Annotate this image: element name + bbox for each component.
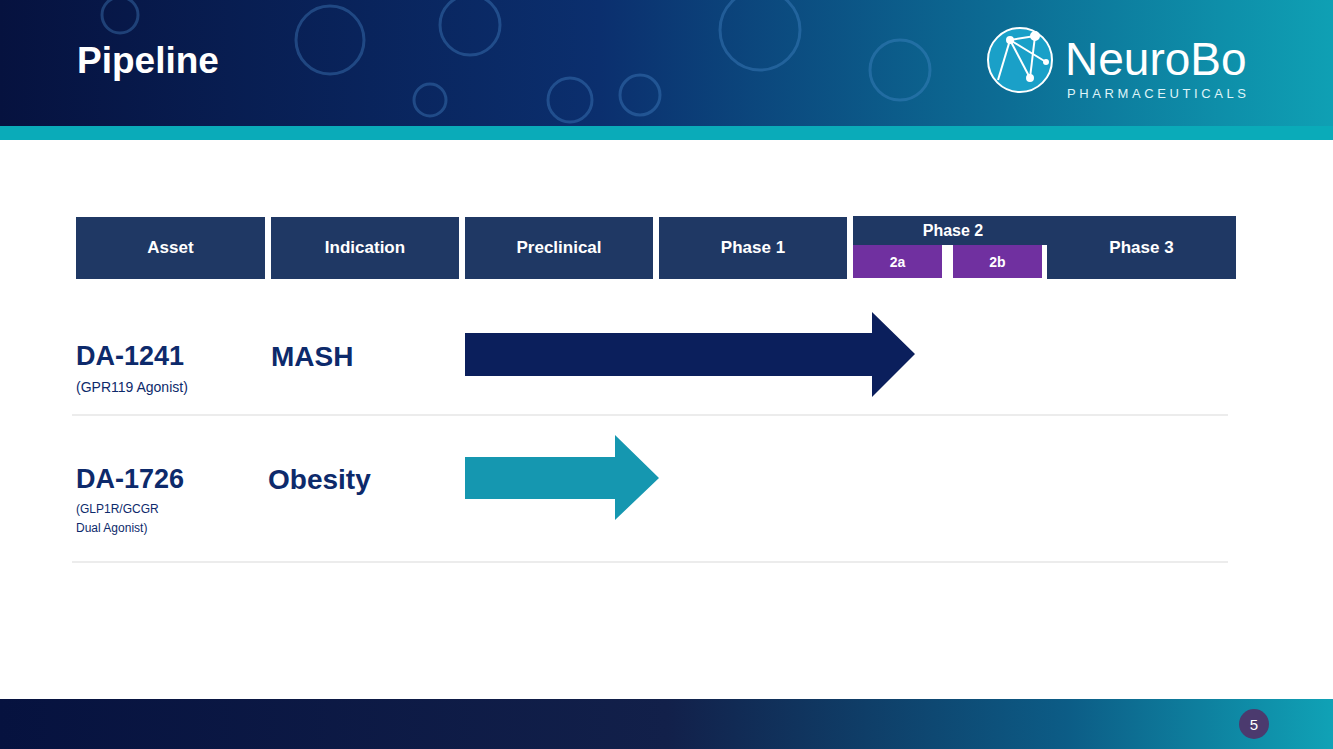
box-text: Indication xyxy=(325,238,405,258)
box-text: 5 xyxy=(1250,716,1258,733)
column-header: Indication xyxy=(271,217,459,279)
asset-mechanism: (GLP1R/GCGR Dual Agonist) xyxy=(76,500,176,537)
logo-mark xyxy=(988,28,1052,92)
box-text: Asset xyxy=(147,238,193,258)
progress-arrow xyxy=(465,312,915,397)
box-text: Preclinical xyxy=(516,238,601,258)
indication: Obesity xyxy=(268,466,371,494)
indication: MASH xyxy=(271,343,353,371)
column-header: Preclinical xyxy=(465,217,653,279)
header-band xyxy=(0,0,1333,126)
teal-strip xyxy=(0,126,1333,140)
asset-name: DA-1241 xyxy=(76,343,184,370)
column-header: Phase 3 xyxy=(1047,216,1236,279)
box-text: 2b xyxy=(989,254,1005,270)
row-divider xyxy=(72,415,1228,416)
column-header: Phase 1 xyxy=(659,217,847,279)
progress-arrow xyxy=(465,435,659,520)
box-text: Phase 3 xyxy=(1109,238,1173,258)
footer-band xyxy=(0,699,1333,749)
sub-phase-box: 2a xyxy=(853,245,942,278)
column-header: Asset xyxy=(76,217,265,279)
sub-phase-box: 2b xyxy=(953,245,1042,278)
logo-name: NeuroBo xyxy=(1065,36,1247,82)
box-text: Phase 1 xyxy=(721,238,785,258)
row-divider xyxy=(72,562,1228,563)
page-number: 5 xyxy=(1239,709,1269,739)
virus-pattern xyxy=(102,0,930,122)
box-text: 2a xyxy=(890,254,906,270)
asset-name: DA-1726 xyxy=(76,466,184,493)
slide-title: Pipeline xyxy=(77,42,219,79)
box-text: Phase 2 xyxy=(853,222,1053,240)
asset-mechanism: (GPR119 Agonist) xyxy=(76,380,188,394)
column-header: Phase 2 2a 2b xyxy=(853,216,1053,279)
logo-subtitle: PHARMACEUTICALS xyxy=(1067,87,1250,100)
